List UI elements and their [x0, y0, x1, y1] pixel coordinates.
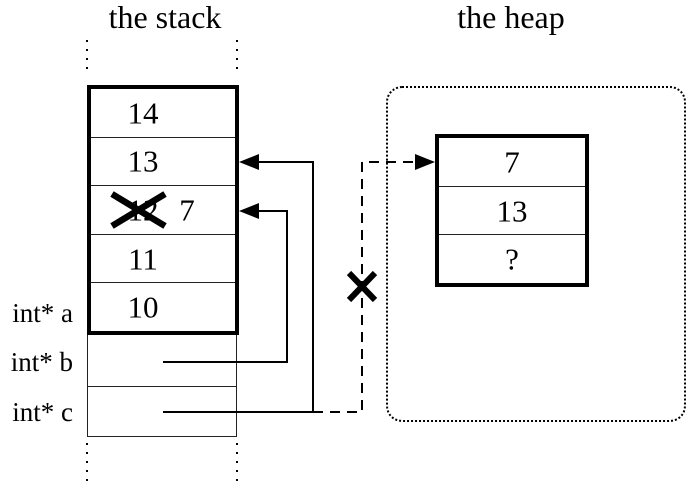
stack-row-int-b	[88, 335, 236, 387]
stack-pointer-rows	[87, 335, 237, 437]
stack-cell-11: 11	[91, 235, 235, 284]
stack-cell-14: 14	[91, 89, 235, 138]
heap-cell-13: 13	[439, 187, 585, 236]
heap-block-box: 7 13 ?	[435, 134, 589, 287]
heap-cell-unknown: ?	[439, 235, 585, 283]
stack-cell-13: 13	[91, 138, 235, 187]
heap-cell-7: 7	[439, 138, 585, 187]
stack-cell-old-value: 12	[127, 192, 159, 228]
stack-cell-12-overwritten: 12 7	[91, 186, 235, 235]
stack-cell-new-value: 7	[179, 192, 195, 228]
heap-cell-value: 7	[504, 144, 520, 180]
heap-title: the heap	[457, 0, 565, 35]
stack-frame-box: 14 13 12 7 11 10	[87, 85, 239, 335]
var-label-b: int* b	[10, 347, 73, 377]
stack-cell-10: 10	[91, 283, 235, 331]
stack-cell-value: 11	[128, 241, 158, 277]
pointer-arrowhead-c-icon	[239, 154, 259, 170]
var-label-a: int* a	[12, 298, 73, 328]
stack-cell-value: 10	[127, 289, 159, 325]
heap-cell-value: 13	[496, 193, 528, 228]
stack-title: the stack	[108, 0, 222, 35]
stack-row-int-c	[88, 387, 236, 435]
stack-cell-value: 14	[127, 95, 159, 131]
var-label-c: int* c	[12, 397, 73, 427]
stack-cell-value: 13	[127, 143, 159, 179]
dangling-pointer-x-icon	[346, 270, 378, 303]
pointer-arrowhead-b-icon	[239, 203, 259, 219]
heap-cell-value: ?	[505, 241, 519, 277]
